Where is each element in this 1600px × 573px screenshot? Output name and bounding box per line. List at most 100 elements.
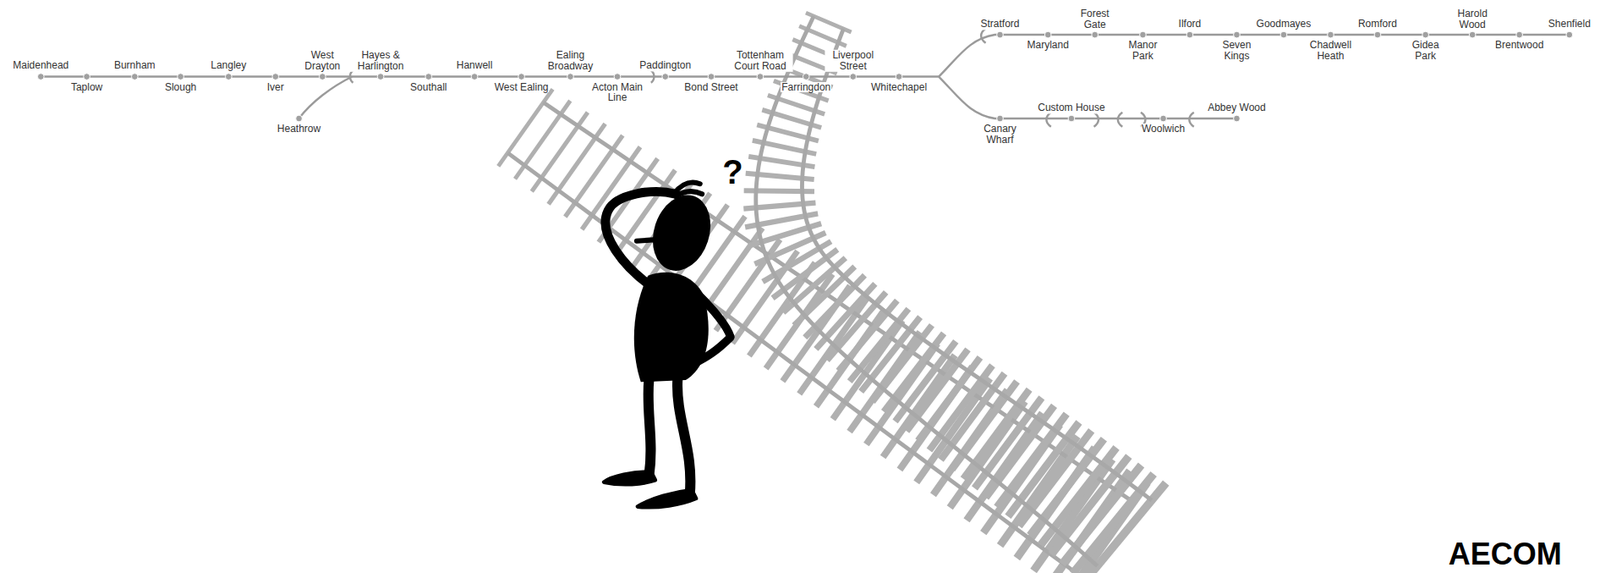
station-name: Hayes & Harlington	[350, 49, 411, 72]
station-dot	[1327, 31, 1335, 39]
station-dot	[613, 73, 621, 81]
question-mark: ?	[721, 154, 744, 189]
station-name: Canary Wharf	[977, 123, 1023, 145]
station-name: Brentwood	[1494, 39, 1545, 51]
railway-sleeper	[974, 397, 1042, 488]
station-dot	[295, 115, 303, 122]
station-name: Burnham	[113, 60, 157, 72]
route-line	[938, 34, 1572, 77]
station-name: Iver	[266, 82, 285, 94]
station-name: Woolwich	[1140, 123, 1186, 135]
station-dot	[1468, 31, 1476, 39]
station-name: West Ealing	[493, 82, 550, 94]
figure-head	[643, 186, 720, 278]
station-name: Chadwell Heath	[1303, 39, 1359, 61]
figure-leg	[648, 379, 652, 476]
station-dot	[131, 73, 138, 81]
station-name: Langley	[209, 60, 247, 72]
station-name: Ealing Broadway	[540, 49, 602, 72]
railway-sleeper	[1008, 421, 1080, 516]
station-dot	[997, 115, 1004, 122]
station-dot	[1233, 115, 1241, 122]
railway-sleeper	[515, 100, 570, 179]
station-dot	[37, 73, 44, 81]
station-name: Romford	[1357, 18, 1398, 30]
station-name: Ilford	[1178, 18, 1203, 30]
figure-foot	[603, 471, 655, 485]
railway-sleeper	[548, 123, 606, 204]
figure-foot	[637, 489, 696, 507]
station-dot	[1160, 115, 1168, 122]
station-dot	[518, 73, 526, 81]
figure-arm	[694, 291, 731, 363]
railway-sleeper	[997, 413, 1067, 507]
station-dot	[1280, 31, 1288, 39]
station-name: Maidenhead	[11, 60, 70, 72]
railway-sleeper	[498, 88, 553, 166]
railway-rail	[507, 153, 1081, 573]
station-name: Whitechapel	[870, 82, 928, 94]
station-name: Goodmayes	[1255, 18, 1313, 30]
station-name: Gidea Park	[1404, 39, 1447, 61]
station-name: Liverpool Street	[824, 49, 882, 72]
station-dot	[1186, 31, 1194, 39]
station-name: Maryland	[1026, 39, 1070, 51]
station-dot	[318, 73, 326, 81]
station-dot	[567, 73, 575, 81]
station-dot	[83, 73, 91, 81]
interchange-mark	[980, 28, 986, 44]
figure-pipe	[636, 238, 664, 241]
station-name: Bond Street	[683, 82, 739, 94]
station-name: Manor Park	[1121, 39, 1164, 61]
station-dots	[37, 31, 1573, 122]
station-name: Custom House	[1036, 102, 1106, 114]
station-name: Southall	[409, 82, 448, 94]
station-name: Slough	[164, 82, 198, 94]
station-dot	[425, 73, 433, 81]
station-name: West Drayton	[298, 49, 348, 72]
station-dot	[177, 73, 185, 81]
route-line	[299, 76, 353, 119]
railway-rail	[756, 16, 1098, 566]
station-name: Shenfield	[1547, 18, 1592, 30]
station-name: Forest Gate	[1072, 8, 1118, 30]
station-dot	[1516, 31, 1524, 39]
railway-sleeper	[1072, 473, 1154, 573]
railway-sleeper	[1062, 464, 1142, 564]
station-dot	[802, 73, 810, 81]
station-name: Taplow	[70, 82, 104, 94]
railway-sleeper	[1083, 482, 1167, 573]
thinking-figure	[603, 181, 731, 507]
station-name: Tottenham Court Road	[728, 49, 794, 72]
station-dot	[272, 73, 280, 81]
logo-text: AECOM	[1447, 538, 1563, 570]
station-dot	[756, 73, 764, 81]
station-name: Abbey Wood	[1206, 102, 1267, 114]
station-name: Stratford	[979, 18, 1020, 30]
station-dot	[1566, 31, 1573, 39]
route-line	[938, 76, 1237, 119]
station-name: Farringdon	[780, 82, 832, 94]
station-dot	[1044, 31, 1052, 39]
figure-leg	[677, 379, 691, 494]
station-dot	[1422, 31, 1430, 39]
figure-hand	[673, 181, 702, 196]
station-dot	[377, 73, 384, 81]
route-line	[40, 28, 1572, 127]
railway-sleeper	[581, 147, 641, 230]
station-dot	[471, 73, 478, 81]
station-name: Seven Kings	[1214, 39, 1260, 61]
station-dot	[1091, 31, 1099, 39]
railway-tracks	[498, 12, 1167, 573]
station-dot	[849, 73, 857, 81]
station-name: Acton Main Line	[590, 82, 646, 104]
station-dot	[1374, 31, 1381, 39]
station-dot	[895, 73, 903, 81]
railway-track	[743, 12, 1166, 573]
station-name: Harold Wood	[1450, 8, 1496, 30]
station-name: Hanwell	[455, 60, 494, 72]
railway-rail	[801, 28, 1151, 500]
station-dot	[1233, 31, 1241, 39]
station-name: Heathrow	[276, 123, 322, 135]
